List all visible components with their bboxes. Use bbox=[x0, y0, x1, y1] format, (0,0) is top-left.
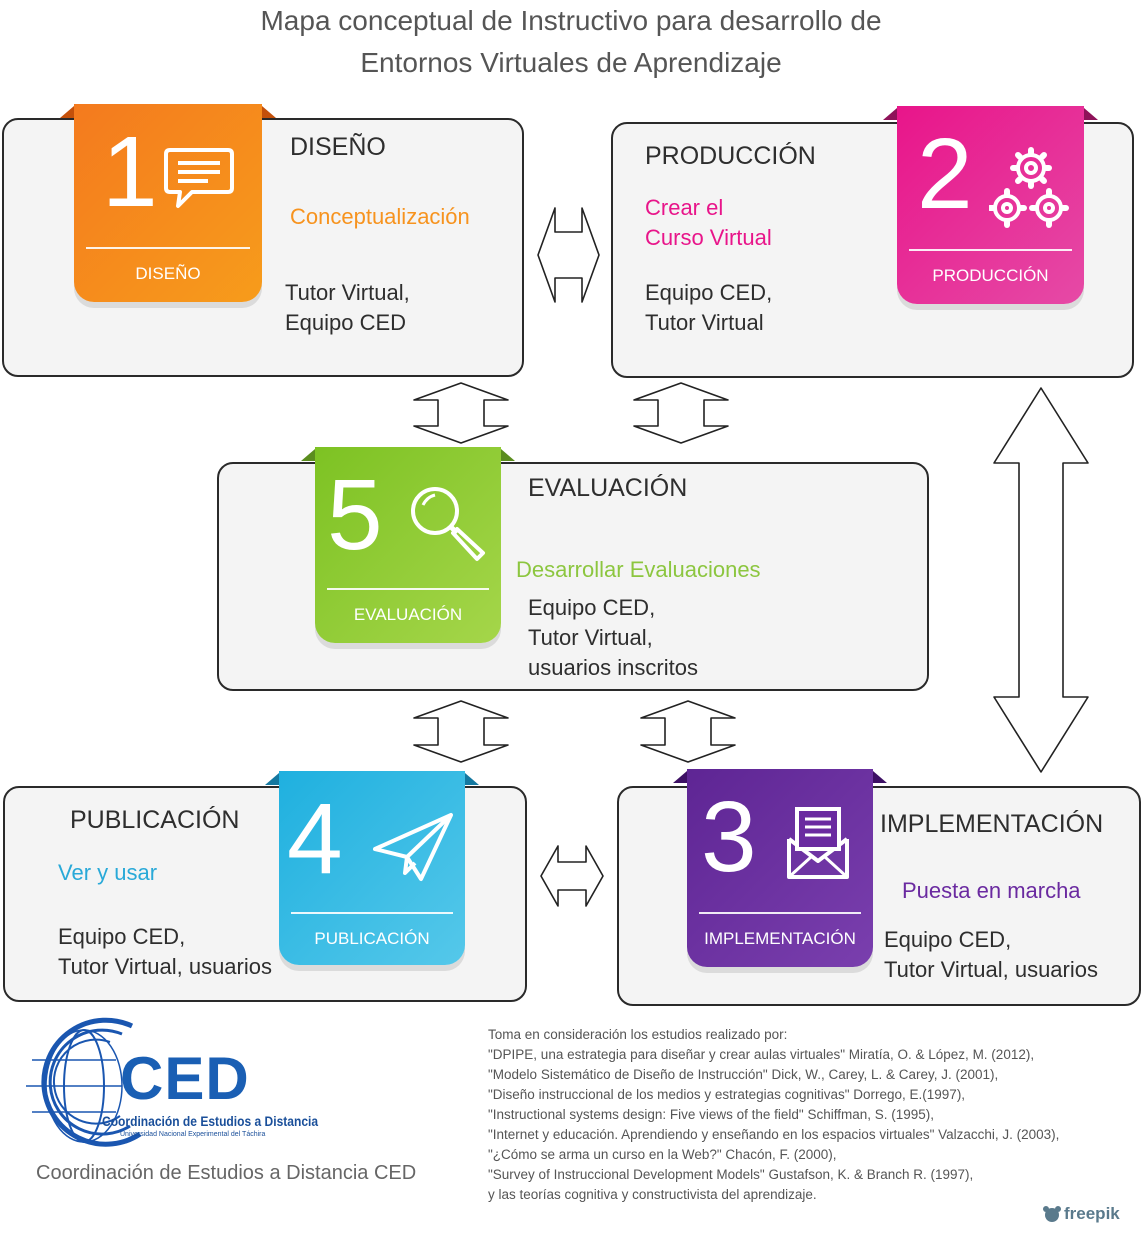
arrow-publicacion-implementacion bbox=[540, 845, 604, 907]
stage-tag-caption: IMPLEMENTACIÓN bbox=[704, 929, 856, 948]
tag-ear bbox=[265, 773, 279, 785]
arrow-evaluacion-implementacion bbox=[640, 700, 736, 763]
tag-ear bbox=[883, 108, 897, 120]
stage-tag-publicacion: 4 PUBLICACIÓN bbox=[279, 771, 465, 965]
stage-actors-publicacion: Equipo CED, Tutor Virtual, usuarios bbox=[58, 924, 272, 979]
freepik-watermark: freepik bbox=[1064, 1204, 1120, 1223]
stage-title-diseno: DISEÑO bbox=[290, 133, 386, 161]
tag-ear bbox=[673, 771, 687, 783]
ced-logo-caption: Coordinación de Estudios a Distancia CED bbox=[36, 1162, 417, 1184]
stage-title-produccion: PRODUCCIÓN bbox=[645, 142, 816, 170]
reference-item: "Survey of Instruccional Development Mod… bbox=[488, 1167, 974, 1182]
tag-ear bbox=[501, 449, 515, 461]
stage-title-implementacion: IMPLEMENTACIÓN bbox=[880, 810, 1104, 838]
tag-ear bbox=[262, 106, 276, 118]
title-line-2: Entornos Virtuales de Aprendizaje bbox=[360, 47, 782, 78]
tag-ear bbox=[1084, 108, 1098, 120]
stage-actors-produccion: Equipo CED, Tutor Virtual bbox=[645, 280, 773, 335]
ced-logo-globe-icon bbox=[26, 1017, 142, 1147]
stage-tag-caption: DISEÑO bbox=[135, 264, 201, 283]
stage-subtitle-diseno: Conceptualización bbox=[290, 204, 470, 229]
stage-subtitle-publicacion: Ver y usar bbox=[58, 860, 158, 885]
tag-divider bbox=[327, 588, 489, 590]
stage-tag-diseno: 1 DISEÑO bbox=[74, 104, 262, 302]
stage-title-evaluacion: EVALUACIÓN bbox=[528, 474, 688, 502]
freepik-logo-icon bbox=[1043, 1206, 1061, 1222]
references-intro: Toma en consideración los estudios reali… bbox=[488, 1027, 788, 1042]
stage-title-publicacion: PUBLICACIÓN bbox=[70, 806, 240, 834]
stage-number: 1 bbox=[102, 116, 158, 228]
tag-divider bbox=[291, 912, 453, 914]
tag-ear bbox=[873, 771, 887, 783]
paper-plane-icon bbox=[373, 813, 453, 881]
arrow-produccion-evaluacion bbox=[633, 382, 729, 444]
stage-tag-caption: PRODUCCIÓN bbox=[932, 266, 1049, 285]
reference-item: "Modelo Sistemático de Diseño de Instruc… bbox=[488, 1067, 999, 1082]
arrow-produccion-implementacion bbox=[993, 387, 1089, 773]
envelope-icon bbox=[787, 807, 849, 879]
stage-number: 5 bbox=[327, 459, 383, 571]
chat-bubble-icon bbox=[164, 148, 234, 208]
arrow-diseno-produccion bbox=[537, 207, 600, 303]
reference-item: "DPIPE, una estrategia para diseñar y cr… bbox=[488, 1047, 1035, 1062]
stage-subtitle-produccion: Crear el Curso Virtual bbox=[645, 195, 772, 250]
reference-item: "¿Cómo se arma un curso en la Web?" Chac… bbox=[488, 1147, 837, 1162]
stage-number: 3 bbox=[701, 781, 757, 893]
stage-subtitle-implementacion: Puesta en marcha bbox=[902, 878, 1081, 903]
reference-item: "Instructional systems design: Five view… bbox=[488, 1107, 935, 1122]
arrow-diseno-evaluacion bbox=[413, 382, 509, 444]
references: Toma en consideración los estudios reali… bbox=[488, 1025, 1059, 1205]
ced-logo-acronym: CED bbox=[120, 1045, 250, 1112]
tag-ear bbox=[465, 773, 479, 785]
stage-tag-produccion: 2 PRODUCCIÓN bbox=[897, 106, 1084, 304]
stage-tag-implementacion: 3 IMPLEMENTACIÓN bbox=[687, 769, 873, 967]
reference-item: "Diseño instruccional de los medios y es… bbox=[488, 1087, 966, 1102]
tag-divider bbox=[86, 247, 250, 249]
stage-tag-caption: PUBLICACIÓN bbox=[314, 929, 430, 948]
stage-actors-diseno: Tutor Virtual, Equipo CED bbox=[285, 280, 410, 335]
title-line-1: Mapa conceptual de Instructivo para desa… bbox=[260, 5, 882, 36]
gears-icon bbox=[989, 147, 1069, 228]
arrow-evaluacion-publicacion bbox=[413, 700, 509, 763]
ced-logo-university: Universidad Nacional Experimental del Tá… bbox=[120, 1131, 266, 1138]
stage-actors-implementacion: Equipo CED, Tutor Virtual, usuarios bbox=[884, 927, 1098, 982]
stage-subtitle-evaluacion: Desarrollar Evaluaciones bbox=[516, 557, 761, 582]
stage-tag-evaluacion: 5 EVALUACIÓN bbox=[315, 447, 501, 643]
tag-divider bbox=[699, 912, 861, 914]
stage-number: 4 bbox=[287, 783, 343, 895]
stage-tag-caption: EVALUACIÓN bbox=[353, 605, 463, 624]
reference-item: y las teorías cognitiva y constructivist… bbox=[488, 1187, 817, 1202]
stage-number: 2 bbox=[917, 118, 973, 230]
ced-logo-name: Coordinación de Estudios a Distancia bbox=[102, 1113, 319, 1129]
tag-ear bbox=[60, 106, 74, 118]
magnifier-icon bbox=[411, 487, 485, 561]
page-title: Mapa conceptual de Instructivo para desa… bbox=[0, 0, 1142, 84]
stage-actors-evaluacion: Equipo CED, Tutor Virtual, usuarios insc… bbox=[528, 595, 698, 680]
reference-item: "Internet y educación. Aprendiendo y ens… bbox=[488, 1127, 1060, 1142]
tag-divider bbox=[909, 249, 1072, 251]
tag-ear bbox=[301, 449, 315, 461]
